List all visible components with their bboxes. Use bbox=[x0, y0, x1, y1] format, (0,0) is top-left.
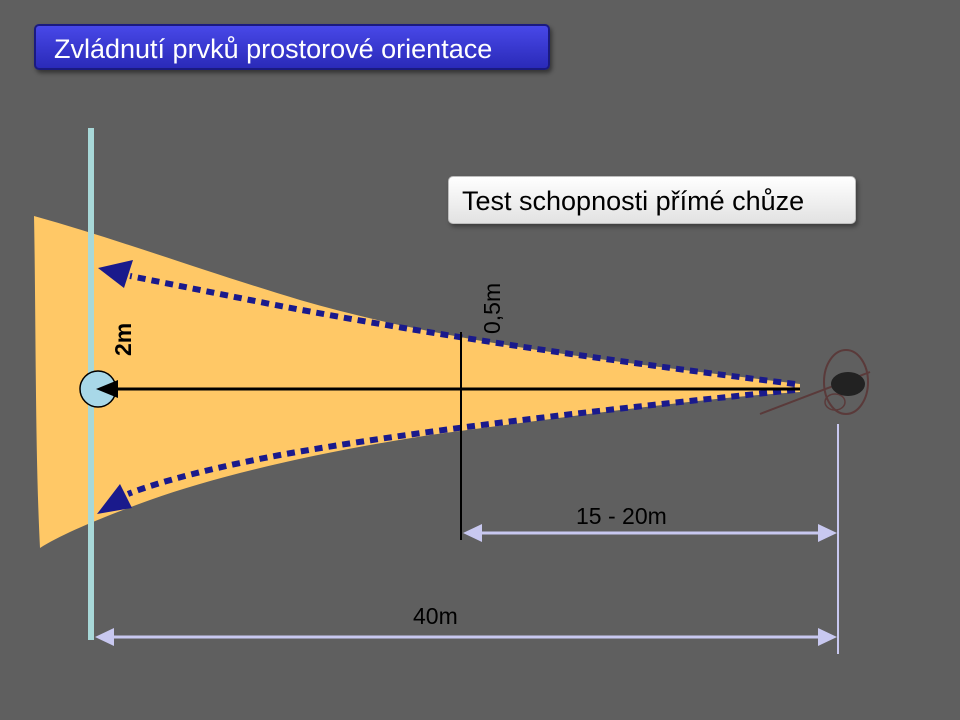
width-start-label: 2m bbox=[110, 323, 136, 356]
walking-area bbox=[34, 216, 800, 548]
segment-label: 15 - 20m bbox=[576, 503, 667, 529]
total-dimension bbox=[95, 628, 837, 646]
dashed-path-upper bbox=[129, 273, 796, 387]
direct-arrow-head-icon bbox=[96, 380, 118, 398]
total-label: 40m bbox=[413, 603, 458, 629]
walker-icon bbox=[759, 349, 871, 415]
width-mid-label: 0,5m bbox=[479, 283, 505, 334]
arrowhead-lower-icon bbox=[97, 484, 132, 514]
test-label: Test schopnosti přímé chůze bbox=[448, 176, 856, 224]
arrowhead-upper-icon bbox=[98, 260, 133, 288]
segment-dimension bbox=[463, 524, 837, 542]
dashed-path-lower bbox=[126, 387, 796, 497]
slide-title: Zvládnutí prvků prostorové orientace bbox=[34, 24, 550, 70]
